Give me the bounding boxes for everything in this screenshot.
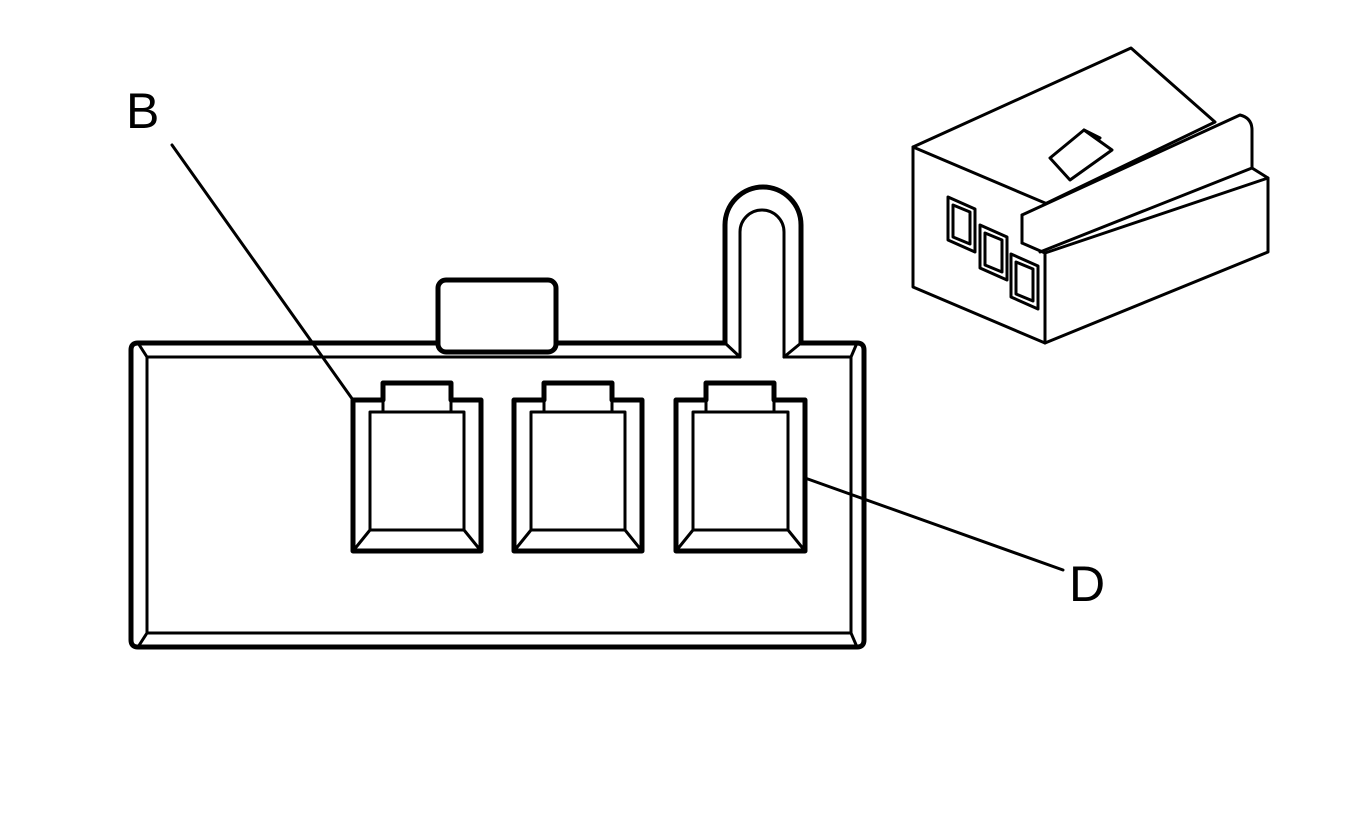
iso-latch: [1048, 128, 1114, 182]
iso-cavity-1: [946, 195, 977, 254]
terminal-cavity-middle: [511, 380, 645, 554]
iso-cavity-2: [978, 223, 1009, 282]
terminal-cavity-b: [350, 380, 484, 554]
terminal-cavity-d: [673, 380, 808, 554]
connector-isometric-view: [911, 46, 1270, 345]
connector-housing-bevel: [145, 208, 853, 635]
callout-label-d: D: [1069, 556, 1105, 612]
leader-line-b: [170, 143, 355, 402]
connector-face: [128, 184, 867, 650]
connector-housing-outline: [128, 184, 867, 650]
callout-label-b: B: [126, 83, 159, 139]
locking-tab: [435, 277, 559, 355]
iso-right-block: [1020, 113, 1270, 345]
iso-cavity-3: [1009, 252, 1040, 311]
leader-line-d: [803, 476, 1065, 572]
